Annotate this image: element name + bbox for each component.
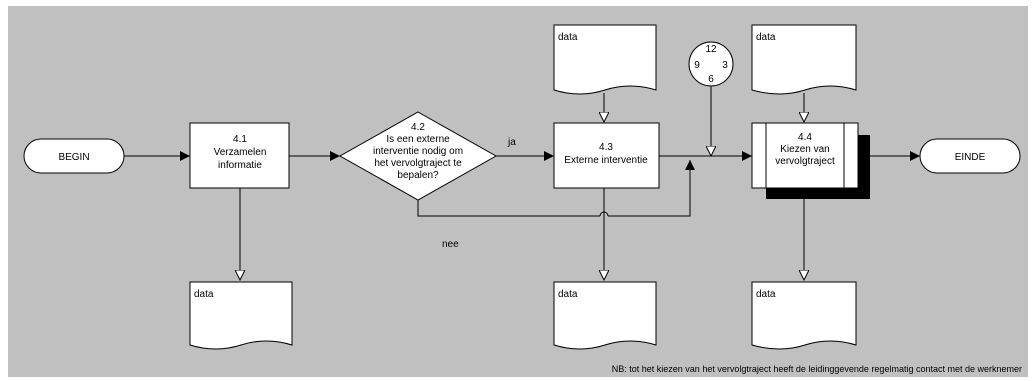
step-41-line1: Verzamelen [214,147,267,158]
decision-step-42: 4.2 Is een externe interventie nodig om … [338,111,498,201]
connector-nee-path [417,197,600,217]
step-42-line2: interventie nodig om [373,146,463,157]
document-top-44: data [751,24,857,95]
document-label: data [194,289,214,300]
document-bottom-41: data [189,281,293,350]
label-no: nee [442,239,459,250]
step-43-number: 4.3 [599,142,613,153]
connectors [124,86,920,280]
document-label: data [558,32,578,43]
step-42-line1: Is een externe [386,134,450,145]
step-42-line3: het vervolgtraject te [374,158,462,169]
clock-3: 3 [722,60,728,71]
step-44-number: 4.4 [798,132,812,143]
step-41-number: 4.1 [233,134,247,145]
end-terminator: EINDE [919,138,1021,174]
document-bottom-44: data [751,281,857,350]
end-label: EINDE [955,152,986,163]
document-label: data [756,32,776,43]
footnote: NB: tot het kiezen van het vervolgtrajec… [612,364,1022,374]
document-top-43: data [553,24,657,95]
connector-nee-rejoin [608,160,695,217]
document-label: data [558,289,578,300]
step-41-line2: informatie [218,160,262,171]
step-42-number: 4.2 [411,122,425,133]
start-label: BEGIN [58,152,89,163]
document-label: data [756,289,776,300]
process-step-41: 4.1 Verzamelen informatie [189,122,290,189]
label-yes: ja [507,137,516,148]
process-step-43: 4.3 Externe interventie [553,122,660,189]
process-step-44: 4.4 Kiezen van vervolgtraject [751,122,870,199]
start-terminator: BEGIN [23,138,125,174]
diagram-background [8,6,1028,377]
clock-12: 12 [705,44,717,55]
clock-symbol: 12 9 3 6 [688,41,734,87]
step-43-line1: Externe interventie [564,155,648,166]
clock-6: 6 [708,74,714,85]
clock-9: 9 [694,60,700,71]
step-44-line1: Kiezen van [780,144,829,155]
document-bottom-43: data [553,281,657,350]
step-42-line4: bepalen? [397,170,439,181]
step-44-line2: vervolgtraject [775,156,835,167]
